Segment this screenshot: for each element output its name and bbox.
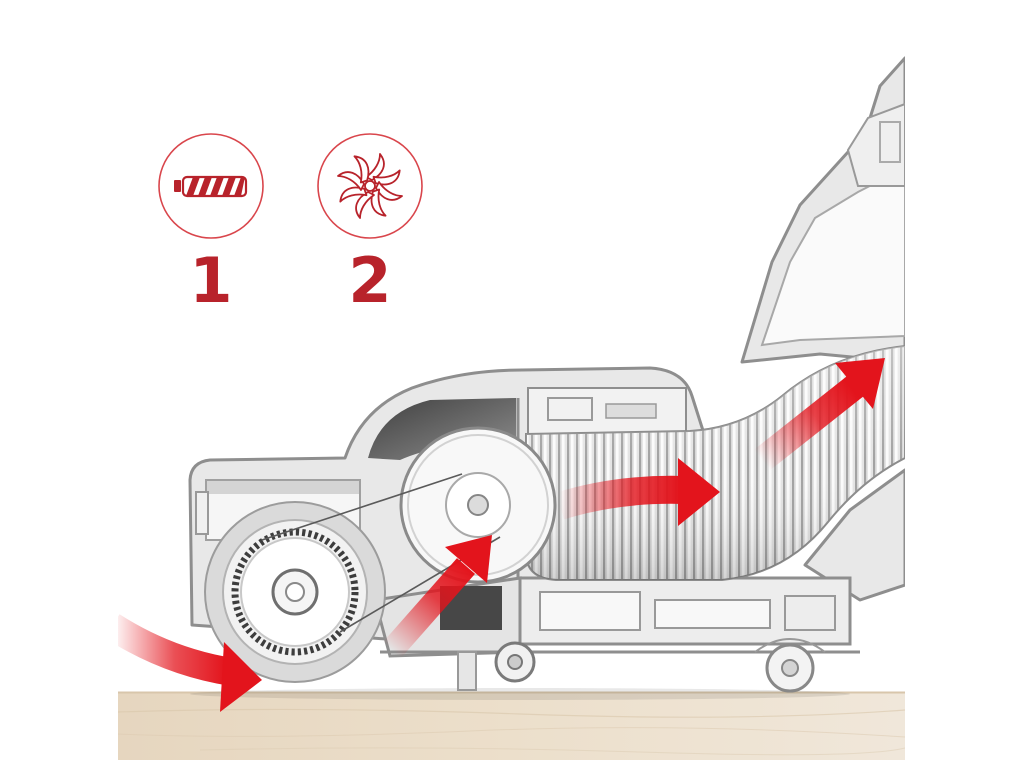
handle-neck xyxy=(740,56,905,602)
compartment-panel xyxy=(605,403,657,419)
fan-hub xyxy=(364,180,376,192)
floor-grain xyxy=(118,708,905,718)
neck-top-cap xyxy=(846,102,905,187)
arrow-head xyxy=(835,358,885,409)
fan-blade xyxy=(353,155,370,184)
drive-pulley xyxy=(399,426,557,584)
feature-2: 2 xyxy=(317,133,423,317)
front-wheel xyxy=(494,641,536,683)
fan-blade xyxy=(375,181,403,201)
roller-brush-stripe xyxy=(210,177,224,196)
roller-brush-cap xyxy=(174,180,181,192)
arrow-shaft xyxy=(118,614,235,686)
fan-blade xyxy=(339,186,368,203)
vacuum-shadow xyxy=(190,688,850,700)
front-cavity-shade xyxy=(207,481,359,494)
chassis-compartment xyxy=(539,591,641,631)
compartment-box xyxy=(527,387,687,435)
pulley-axle xyxy=(467,494,489,516)
front-bumper xyxy=(195,491,209,535)
roller-brush-stripe xyxy=(222,177,236,196)
hump-interior xyxy=(368,398,516,460)
airflow-arrow-intake xyxy=(118,614,262,712)
wooden-floor xyxy=(118,688,905,760)
corrugated-hose xyxy=(525,344,905,581)
upper-compartment xyxy=(527,387,687,435)
rear-wheel-hub xyxy=(781,659,799,677)
airflow-arrow-neck xyxy=(753,358,885,471)
arrow-head xyxy=(678,458,720,526)
brush-roll-teeth xyxy=(231,528,359,656)
arrow-shaft xyxy=(382,558,476,658)
brush-roll xyxy=(204,501,386,683)
brush-roll-axle xyxy=(285,582,305,602)
roller-brush-stripe xyxy=(198,177,212,196)
fan-blade xyxy=(372,169,401,186)
floor-grain xyxy=(118,727,905,738)
airflow-arrow-hose xyxy=(555,458,720,526)
feature-1: 1 xyxy=(158,133,264,317)
base-foot xyxy=(457,651,477,691)
feature-number-1: 1 xyxy=(189,244,232,317)
vacuum-scene xyxy=(118,56,905,760)
roller-brush-stripe xyxy=(234,177,245,196)
chassis-compartment xyxy=(784,595,836,631)
fan-impeller-icon xyxy=(337,153,403,219)
arrow-head xyxy=(445,535,492,583)
airflow-arrow-brush xyxy=(382,535,492,658)
belt-upper xyxy=(261,473,463,541)
fan-blade xyxy=(370,188,387,217)
neck-cap-latch xyxy=(879,121,901,163)
fan-blade xyxy=(355,191,375,219)
floor-surface xyxy=(118,692,905,760)
floor-grain xyxy=(199,747,905,756)
front-wheel-hub xyxy=(507,654,523,670)
compartment-slot xyxy=(547,397,593,421)
roller-brush-stripe xyxy=(186,177,200,196)
rear-wheel xyxy=(754,638,826,693)
hose-shading xyxy=(526,346,905,580)
roller-brush-icon xyxy=(174,175,248,198)
fan-blade xyxy=(337,171,365,191)
rear-wheel-arch xyxy=(754,638,826,653)
arrow-shaft xyxy=(555,475,685,520)
feature-number-2: 2 xyxy=(348,244,391,317)
arrow-shaft xyxy=(753,373,867,471)
chassis-compartment xyxy=(654,599,771,629)
fan-blade xyxy=(365,153,385,181)
arrow-head xyxy=(220,642,262,712)
